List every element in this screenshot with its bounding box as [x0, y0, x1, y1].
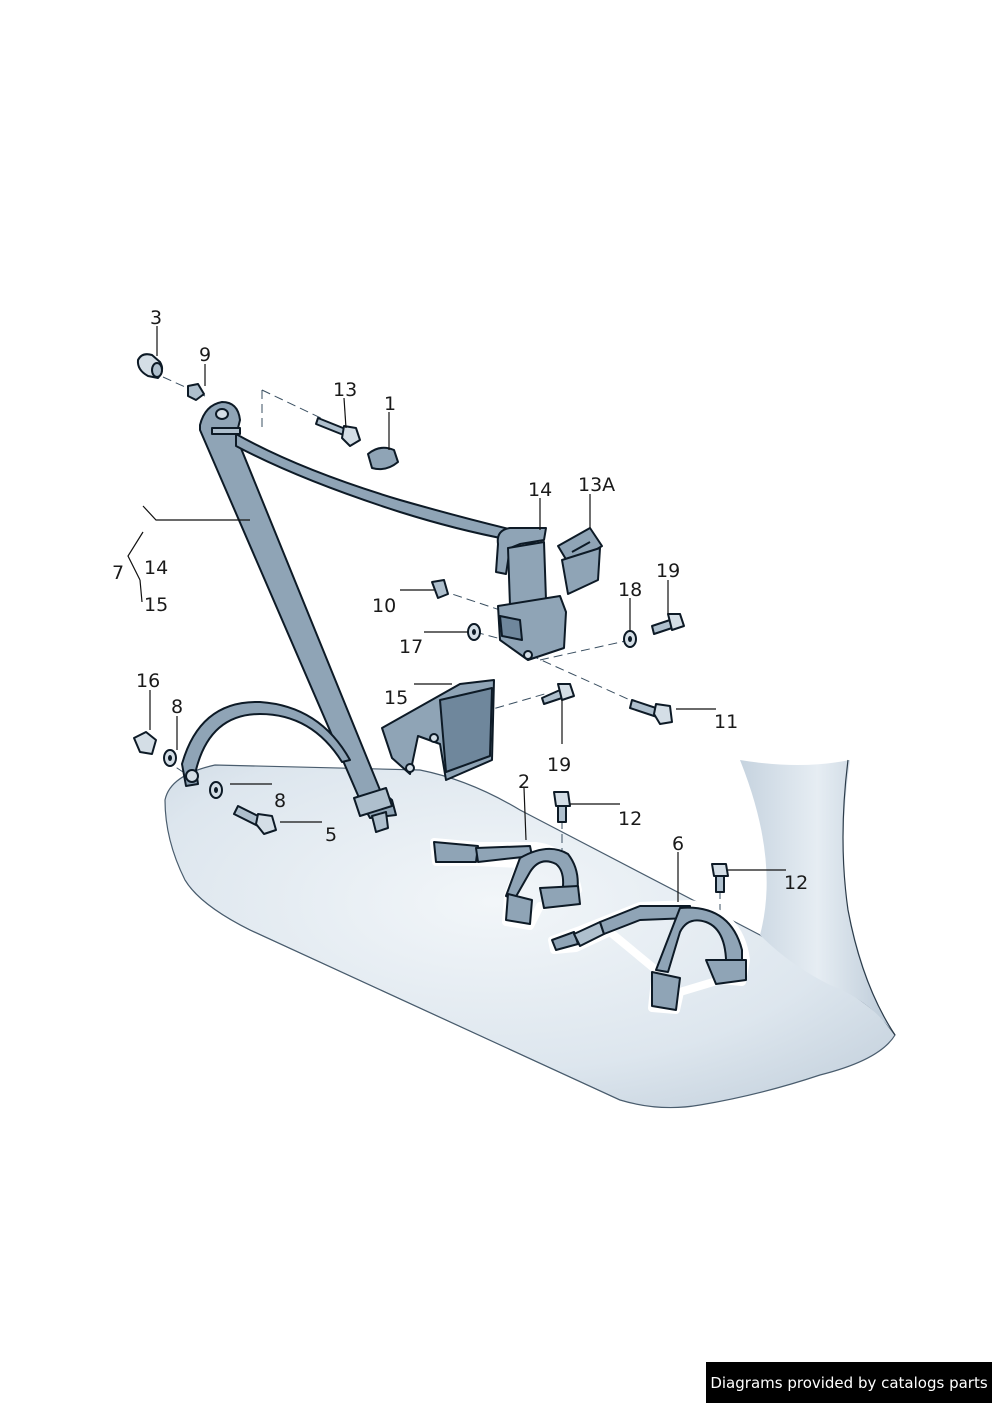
callout-11: 11: [714, 711, 738, 733]
part-19-bolt-upper: [651, 613, 685, 635]
credit-badge: Diagrams provided by catalogs parts: [706, 1362, 992, 1403]
callout-18: 18: [618, 579, 642, 601]
callout-16: 16: [136, 670, 160, 692]
rear-seat-cushion: [164, 759, 896, 1109]
part-19-bolt-lower: [541, 683, 575, 705]
callout-14-group: 14: [144, 557, 168, 579]
callout-3: 3: [150, 307, 162, 329]
callout-2: 2: [518, 771, 530, 793]
callout-8-lower: 8: [274, 790, 286, 812]
part-10-screw: [431, 579, 449, 599]
part-11-bolt: [629, 699, 673, 725]
callout-6: 6: [672, 833, 684, 855]
part-18-washer: [623, 630, 637, 648]
lap-belt-anchor: [181, 700, 351, 787]
alignment-lines: [162, 376, 721, 915]
callout-13: 13: [333, 379, 357, 401]
callout-12-a: 12: [618, 808, 642, 830]
part-8-washer-b: [209, 781, 223, 799]
callout-15-bracket: 15: [384, 687, 408, 709]
part-17-washer: [467, 623, 481, 641]
callout-14-retractor: 14: [528, 479, 552, 501]
callout-17: 17: [399, 636, 423, 658]
callout-10: 10: [372, 595, 396, 617]
part-14-retractor: [495, 527, 567, 661]
part-8-washer-a: [163, 749, 177, 767]
callout-15-group: 15: [144, 594, 168, 616]
callout-8-upper: 8: [171, 696, 183, 718]
callout-19-upper: 19: [656, 560, 680, 582]
part-13A-cover: [557, 527, 603, 595]
callout-13A: 13A: [578, 474, 615, 496]
part-1-cover: [367, 446, 399, 471]
part-9-spacer: [187, 383, 205, 401]
part-16-spacer: [133, 731, 157, 755]
part-7-seat-belt: [199, 401, 535, 833]
part-15-bracket: [381, 679, 495, 781]
part-5-bolt: [233, 805, 277, 835]
callout-12-b: 12: [784, 872, 808, 894]
part-2-buckle: [430, 838, 582, 930]
callout-9: 9: [199, 344, 211, 366]
credit-text: Diagrams provided by catalogs parts: [710, 1373, 988, 1392]
part-6-buckle: [548, 900, 750, 1014]
part-13-bolt: [315, 417, 361, 447]
part-3-cap: [136, 353, 164, 379]
leader-lines: [127, 326, 786, 902]
callout-1: 1: [384, 393, 396, 415]
part-12-bolt-b: [711, 863, 729, 893]
callout-5: 5: [325, 824, 337, 846]
callout-19-lower: 19: [547, 754, 571, 776]
part-12-bolt-a: [553, 791, 571, 823]
callout-7: 7: [112, 562, 124, 584]
callout-labels: 3 9 13 1 14 13A 7 14 15 19 18 10 17 15 1…: [112, 307, 808, 894]
